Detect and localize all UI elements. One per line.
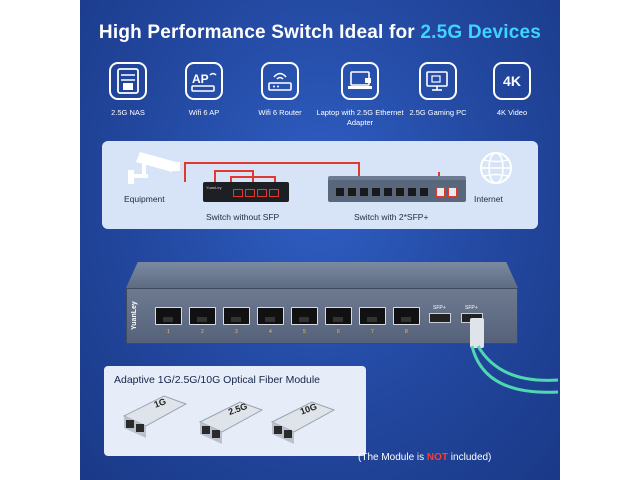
port-number: 6 bbox=[337, 329, 340, 335]
port-number: 2 bbox=[201, 329, 204, 335]
port-number: 5 bbox=[303, 329, 306, 335]
ethernet-port bbox=[359, 307, 386, 325]
port-number: 4 bbox=[269, 329, 272, 335]
sfp-label: SFP+ bbox=[433, 305, 446, 311]
port-icon bbox=[269, 189, 279, 197]
device-4k-video: 4K 4K Video bbox=[472, 62, 552, 118]
internet-label: Internet bbox=[474, 194, 503, 204]
device-label: 4K Video bbox=[496, 108, 528, 117]
module-note: (The Module is NOT included) bbox=[358, 452, 491, 463]
switch-with-sfp bbox=[328, 176, 466, 202]
connection-line bbox=[184, 162, 360, 182]
equipment-label: Equipment bbox=[124, 194, 165, 204]
switch-front-panel: YuanLey 1 2 3 4 5 6 7 8 SFP+ SFP+ bbox=[126, 288, 518, 344]
port-icon bbox=[245, 189, 255, 197]
switch-small-label: Switch without SFP bbox=[206, 212, 280, 222]
nas-icon bbox=[109, 62, 147, 100]
note-suffix: included) bbox=[448, 452, 492, 463]
ethernet-port bbox=[393, 307, 420, 325]
device-laptop: Laptop with 2.5G Ethernet Adapter bbox=[316, 62, 404, 128]
headline: High Performance Switch Ideal for 2.5G D… bbox=[80, 22, 560, 44]
ethernet-port bbox=[189, 307, 216, 325]
switch-top-panel bbox=[126, 262, 518, 288]
ethernet-port bbox=[155, 307, 182, 325]
sfp-port-icon bbox=[448, 187, 457, 197]
ethernet-port bbox=[223, 307, 250, 325]
port-number: 1 bbox=[167, 329, 170, 335]
svg-text:AP: AP bbox=[192, 72, 209, 86]
sfp-label: SFP+ bbox=[465, 305, 478, 311]
note-prefix: (The Module is bbox=[358, 452, 427, 463]
note-highlight: NOT bbox=[426, 452, 449, 463]
connection-line bbox=[438, 172, 440, 178]
port-icon bbox=[233, 189, 243, 197]
port-number: 8 bbox=[405, 329, 408, 335]
module-title: Adaptive 1G/2.5G/10G Optical Fiber Modul… bbox=[114, 374, 321, 386]
4k-badge: 4K bbox=[503, 73, 521, 89]
device-label: Wifi 6 AP bbox=[188, 108, 220, 117]
sfp-module-10g: 10G bbox=[258, 392, 338, 452]
globe-icon bbox=[478, 150, 514, 191]
device-nas: 2.5G NAS bbox=[88, 62, 168, 118]
access-point-icon: AP bbox=[185, 62, 223, 100]
camera-icon bbox=[126, 148, 184, 193]
router-icon bbox=[261, 62, 299, 100]
switch-small-brand: YuanLey bbox=[206, 185, 222, 190]
port-icon bbox=[257, 189, 267, 197]
device-label: 2.5G NAS bbox=[111, 108, 145, 117]
headline-accent: 2.5G Devices bbox=[420, 22, 542, 43]
sfp-slot bbox=[429, 313, 451, 323]
product-banner: High Performance Switch Ideal for 2.5G D… bbox=[80, 0, 560, 480]
device-router: Wifi 6 Router bbox=[240, 62, 320, 118]
ethernet-port bbox=[291, 307, 318, 325]
gaming-pc-icon bbox=[419, 62, 457, 100]
fiber-cable bbox=[470, 345, 559, 394]
sfp-module-2-5g: 2.5G bbox=[186, 392, 266, 452]
port-row bbox=[336, 188, 432, 196]
device-label: Laptop with 2.5G Ethernet Adapter bbox=[316, 108, 404, 127]
connection-line bbox=[230, 176, 276, 182]
ethernet-port bbox=[257, 307, 284, 325]
device-ap: AP Wifi 6 AP bbox=[164, 62, 244, 118]
4k-video-icon: 4K bbox=[493, 62, 531, 100]
sfp-port-icon bbox=[436, 187, 445, 197]
switch-without-sfp: YuanLey bbox=[203, 182, 289, 202]
headline-prefix: High Performance Switch Ideal for bbox=[98, 22, 421, 43]
device-label: 2.5G Gaming PC bbox=[409, 108, 467, 117]
fiber-connector bbox=[470, 318, 484, 348]
port-number: 3 bbox=[235, 329, 238, 335]
sfp-module-1g: 1G bbox=[110, 386, 190, 446]
ethernet-port bbox=[325, 307, 352, 325]
device-label: Wifi 6 Router bbox=[258, 108, 302, 117]
switch-big-label: Switch with 2*SFP+ bbox=[354, 212, 429, 222]
port-number: 7 bbox=[371, 329, 374, 335]
laptop-icon bbox=[341, 62, 379, 100]
device-gaming-pc: 2.5G Gaming PC bbox=[398, 62, 478, 118]
